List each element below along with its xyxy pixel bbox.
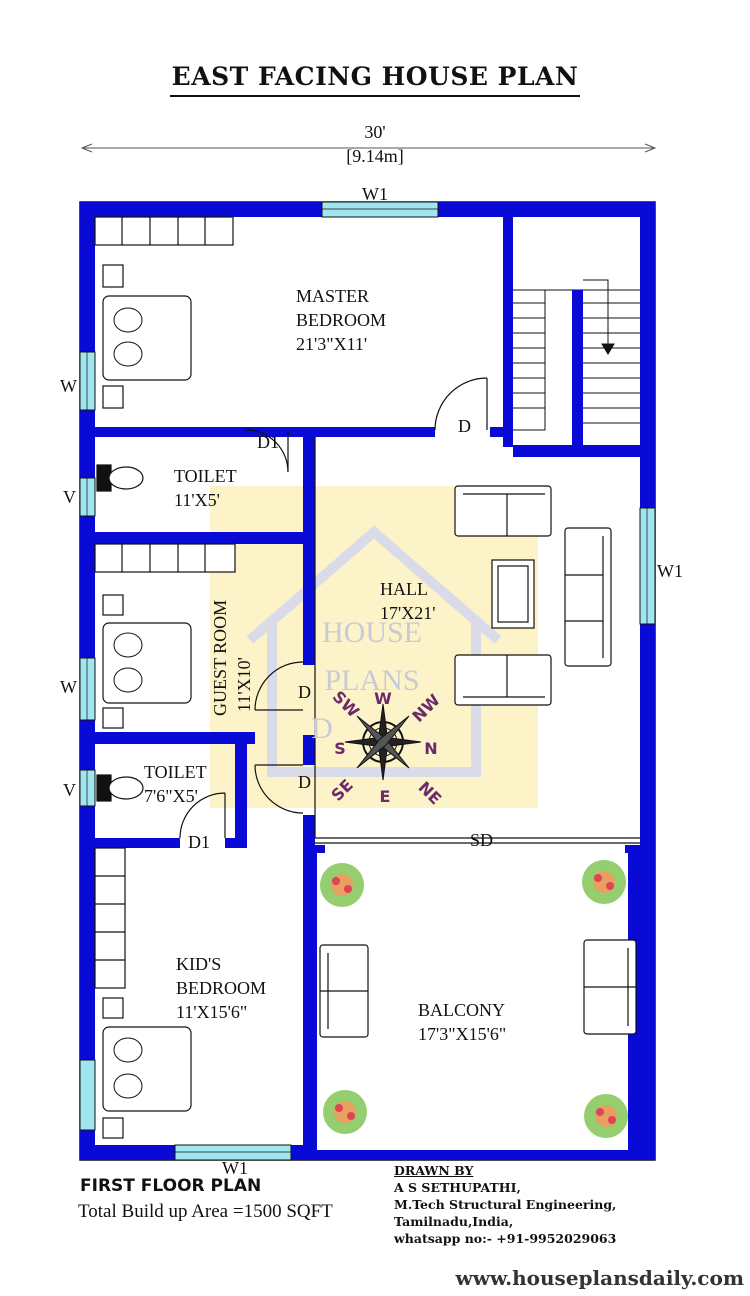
- compass-e: E: [380, 787, 391, 806]
- wardrobes: [94, 216, 236, 989]
- window-w1-bottom: W1: [222, 1158, 248, 1178]
- plan-title: EAST FACING HOUSE PLAN: [0, 62, 750, 97]
- window-w1-right: W1: [657, 561, 683, 581]
- author-contact: whatsapp no:- +91-9952029063: [394, 1231, 617, 1246]
- staircase-midwall: [572, 290, 583, 448]
- balcony-size: 17'3"X15'6": [418, 1024, 507, 1044]
- door-d1-toilet-2: D1: [188, 832, 210, 852]
- staircase: [513, 279, 640, 431]
- interior-lines: [314, 437, 640, 844]
- master-bedroom-name2: BEDROOM: [296, 310, 387, 330]
- kids-bedroom-label: KID'S BEDROOM 11'X15'6": [176, 952, 266, 1024]
- balcony-label: BALCONY 17'3"X15'6": [418, 998, 506, 1046]
- drawn-by-heading: DRAWN BY: [394, 1163, 474, 1178]
- watermark-text-1: HOUSE: [322, 616, 422, 649]
- master-bedroom-size: 21'3"X11': [296, 334, 368, 354]
- hall-name: HALL: [380, 579, 428, 599]
- credits-block: DRAWN BY A S SETHUPATHI, M.Tech Structur…: [394, 1162, 616, 1247]
- toilet-2-size: 7'6"X5': [144, 786, 198, 806]
- window-w-left-1: W: [60, 376, 77, 396]
- door-master: D: [458, 416, 471, 436]
- compass-n: N: [424, 739, 437, 758]
- watermark-text-2: PLANS: [324, 664, 419, 697]
- toilet-fixtures: [96, 464, 144, 802]
- window-sash-lines: [86, 208, 648, 1153]
- author-name: A S SETHUPATHI,: [394, 1180, 521, 1195]
- hall-label: HALL 17'X21': [380, 577, 436, 625]
- toilet-1-name: TOILET: [174, 466, 237, 486]
- balcony-name: BALCONY: [418, 1000, 506, 1020]
- sliding-door: SD: [470, 830, 494, 850]
- compass-w: W: [374, 689, 392, 708]
- balcony-plants: [320, 860, 628, 1138]
- door-swings: [179, 377, 488, 839]
- width-dimension-feet: 30': [364, 122, 386, 142]
- hall-sofas: [454, 485, 612, 706]
- bed-pillows: [113, 307, 143, 1099]
- website-link[interactable]: www.houseplansdaily.com: [455, 1266, 744, 1290]
- compass-s: S: [334, 739, 346, 758]
- door-hall-2: D: [298, 772, 311, 792]
- toilet-2-label: TOILET 7'6"X5': [144, 760, 207, 808]
- hall-size: 17'X21': [380, 603, 436, 623]
- ventilator-v-left-1: V: [63, 487, 76, 507]
- watermark-text-3: D: [311, 712, 333, 745]
- balcony-sofas: [319, 939, 637, 1038]
- kids-bedroom-size: 11'X15'6": [176, 1002, 248, 1022]
- guest-room-name: GUEST ROOM: [210, 599, 230, 716]
- build-up-area: Total Build up Area =1500 SQFT: [78, 1201, 333, 1222]
- toilet-1-size: 11'X5': [174, 490, 220, 510]
- compass-rose: [344, 703, 422, 781]
- window-w1-top: W1: [362, 184, 388, 204]
- door-guest: D: [298, 682, 311, 702]
- toilet-2-name: TOILET: [144, 762, 207, 782]
- master-bedroom-label: MASTER BEDROOM 21'3"X11': [296, 284, 386, 356]
- toilet-1-label: TOILET 11'X5': [174, 464, 237, 512]
- author-degree: M.Tech Structural Engineering,: [394, 1197, 617, 1212]
- floor-plan-name: FIRST FLOOR PLAN: [80, 1176, 262, 1196]
- ventilator-v-left-2: V: [63, 780, 76, 800]
- master-bedroom-name: MASTER: [296, 286, 370, 306]
- windows: [79, 201, 656, 1161]
- door-d1-toilet-1: D1: [257, 432, 279, 452]
- window-w-left-2: W: [60, 677, 77, 697]
- kids-bedroom-name: KID'S: [176, 954, 222, 974]
- width-dimension-meters: [9.14m]: [346, 146, 404, 166]
- dimension-line: [80, 143, 657, 153]
- guest-room-size: 11'X10': [234, 657, 254, 712]
- kids-bedroom-name2: BEDROOM: [176, 978, 267, 998]
- author-location: Tamilnadu,India,: [394, 1214, 514, 1229]
